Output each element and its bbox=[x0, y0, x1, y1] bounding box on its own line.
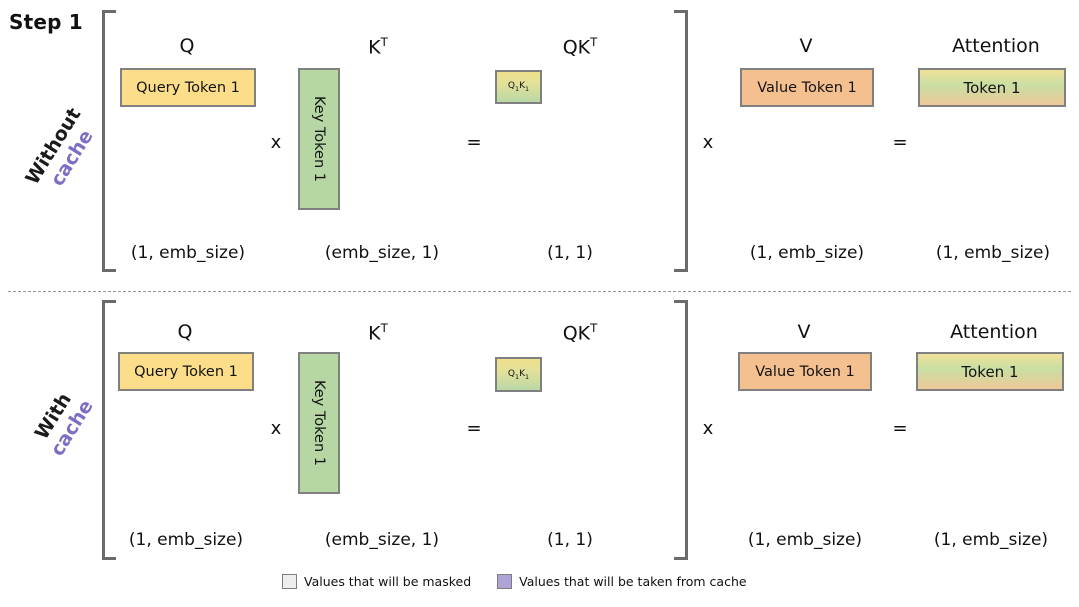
operator-multiply-1-row1: x bbox=[270, 132, 282, 153]
header-qkt-row1: QKT bbox=[562, 35, 598, 59]
section-divider bbox=[8, 291, 1071, 292]
dim-attention-row2: (1, emb_size) bbox=[933, 530, 1049, 550]
dim-q-row2: (1, emb_size) bbox=[128, 530, 244, 550]
page-title: Step 1 bbox=[9, 10, 83, 34]
header-kt-row2: KT bbox=[368, 321, 388, 345]
header-kt-row1: KT bbox=[368, 35, 388, 59]
dim-kt-row1: (emb_size, 1) bbox=[324, 243, 440, 263]
matrix-box-key-row1: Key Token 1 bbox=[298, 68, 340, 210]
header-q-row2: Q bbox=[177, 321, 193, 343]
matrix-box-qk-row1: Q1K1 bbox=[495, 70, 542, 104]
dim-qkt-row2: (1, 1) bbox=[547, 530, 593, 550]
dim-q-row1: (1, emb_size) bbox=[130, 243, 246, 263]
matrix-box-attention-row2: Token 1 bbox=[916, 352, 1064, 391]
bracket-left-row2 bbox=[102, 300, 118, 560]
matrix-box-qk-row2: Q1K1 bbox=[495, 357, 542, 392]
dim-v-row1: (1, emb_size) bbox=[749, 243, 865, 263]
legend-label-masked: Values that will be masked bbox=[304, 574, 472, 589]
dim-attention-row1: (1, emb_size) bbox=[935, 243, 1051, 263]
header-q-row1: Q bbox=[179, 35, 195, 57]
header-qkt-row2: QKT bbox=[562, 321, 598, 345]
operator-equals-2-row1: = bbox=[892, 132, 908, 153]
dim-qkt-row1: (1, 1) bbox=[547, 243, 593, 263]
header-attention-row2: Attention bbox=[950, 321, 1038, 343]
matrix-box-value-row2: Value Token 1 bbox=[738, 352, 872, 391]
dim-kt-row2: (emb_size, 1) bbox=[324, 530, 440, 550]
matrix-box-attention-row1: Token 1 bbox=[918, 68, 1066, 107]
header-v-row1: V bbox=[799, 35, 813, 57]
legend: Values that will be masked Values that w… bbox=[282, 574, 747, 589]
header-attention-row1: Attention bbox=[952, 35, 1040, 57]
legend-swatch-masked bbox=[282, 574, 297, 589]
qk-expression-row1: Q1K1 bbox=[507, 81, 530, 93]
qk-expression-row2: Q1K1 bbox=[507, 368, 530, 381]
matrix-box-value-row1: Value Token 1 bbox=[740, 68, 874, 107]
matrix-box-key-row2: Key Token 1 bbox=[298, 352, 340, 494]
bracket-right-row2 bbox=[672, 300, 688, 560]
legend-swatch-cache bbox=[497, 574, 513, 589]
operator-equals-2-row2: = bbox=[892, 418, 908, 439]
operator-equals-1-row1: = bbox=[466, 132, 482, 153]
operator-multiply-2-row1: x bbox=[702, 132, 714, 153]
legend-label-cache: Values that will be taken from cache bbox=[519, 574, 747, 589]
operator-multiply-1-row2: x bbox=[270, 418, 282, 439]
matrix-box-query-row2: Query Token 1 bbox=[118, 352, 254, 391]
operator-equals-1-row2: = bbox=[466, 418, 482, 439]
matrix-box-query-row1: Query Token 1 bbox=[120, 68, 256, 107]
header-v-row2: V bbox=[797, 321, 811, 343]
bracket-right-row1 bbox=[672, 10, 688, 272]
bracket-left-row1 bbox=[102, 10, 118, 272]
dim-v-row2: (1, emb_size) bbox=[747, 530, 863, 550]
legend-item-masked: Values that will be masked bbox=[282, 574, 471, 589]
legend-item-cache: Values that will be taken from cache bbox=[497, 574, 747, 589]
operator-multiply-2-row2: x bbox=[702, 418, 714, 439]
